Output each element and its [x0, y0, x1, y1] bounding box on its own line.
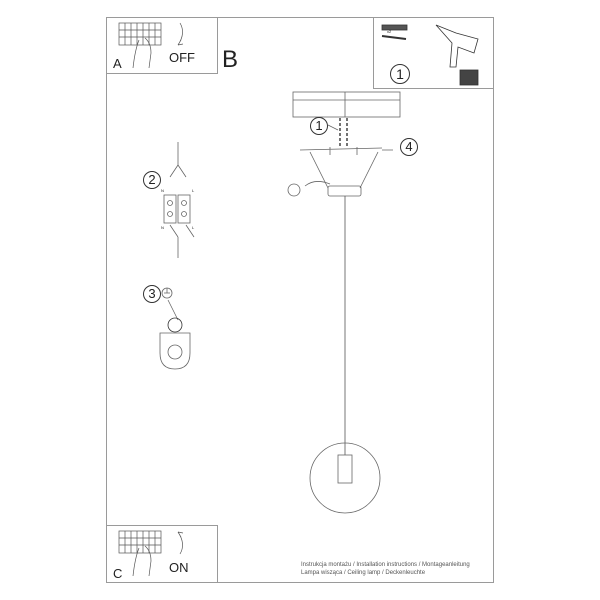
panel-c-letter: C	[113, 566, 123, 581]
wire-label-n-top: N	[161, 188, 164, 193]
tools-step: 1	[390, 64, 410, 84]
breaker-hand-icon	[118, 530, 184, 577]
wire-label-l-bottom: L	[192, 225, 195, 230]
wire-label-n-bottom: N	[161, 225, 164, 230]
canopy	[327, 185, 362, 197]
panel-b-letter: B	[222, 46, 239, 73]
lampshade	[337, 454, 353, 484]
tools-quantity: x2	[387, 29, 392, 34]
ceiling	[292, 91, 401, 118]
ground-lug	[159, 332, 191, 370]
panel-a-letter: A	[113, 56, 122, 71]
step-2-callout: 2	[143, 171, 161, 189]
ring-frame	[309, 442, 381, 514]
panel-c-power-on: C ON	[106, 525, 218, 583]
wire-label-l-top: L	[192, 188, 195, 193]
instruction-sheet-frame	[106, 17, 494, 583]
breaker-hand-icon	[118, 22, 184, 69]
mounting-bracket	[299, 147, 383, 155]
panel-a-power-off: A OFF	[106, 17, 218, 74]
step-1-callout: 1	[310, 117, 328, 135]
panel-c-state: ON	[169, 560, 189, 575]
footer-line-2: Lampa wisząca / Ceiling lamp / Deckenleu…	[301, 570, 426, 576]
step-3-callout: 3	[143, 285, 161, 303]
footer-line-1: Instrukcja montażu / Installation instru…	[301, 562, 470, 568]
footer-title: Instrukcja montażu / Installation instru…	[301, 561, 470, 577]
wall-plugs	[339, 118, 348, 148]
step-4-callout: 4	[400, 138, 418, 156]
drill-and-plugs-icon	[381, 24, 479, 86]
tools-box: x2 1	[373, 17, 494, 89]
panel-a-state: OFF	[169, 50, 195, 65]
